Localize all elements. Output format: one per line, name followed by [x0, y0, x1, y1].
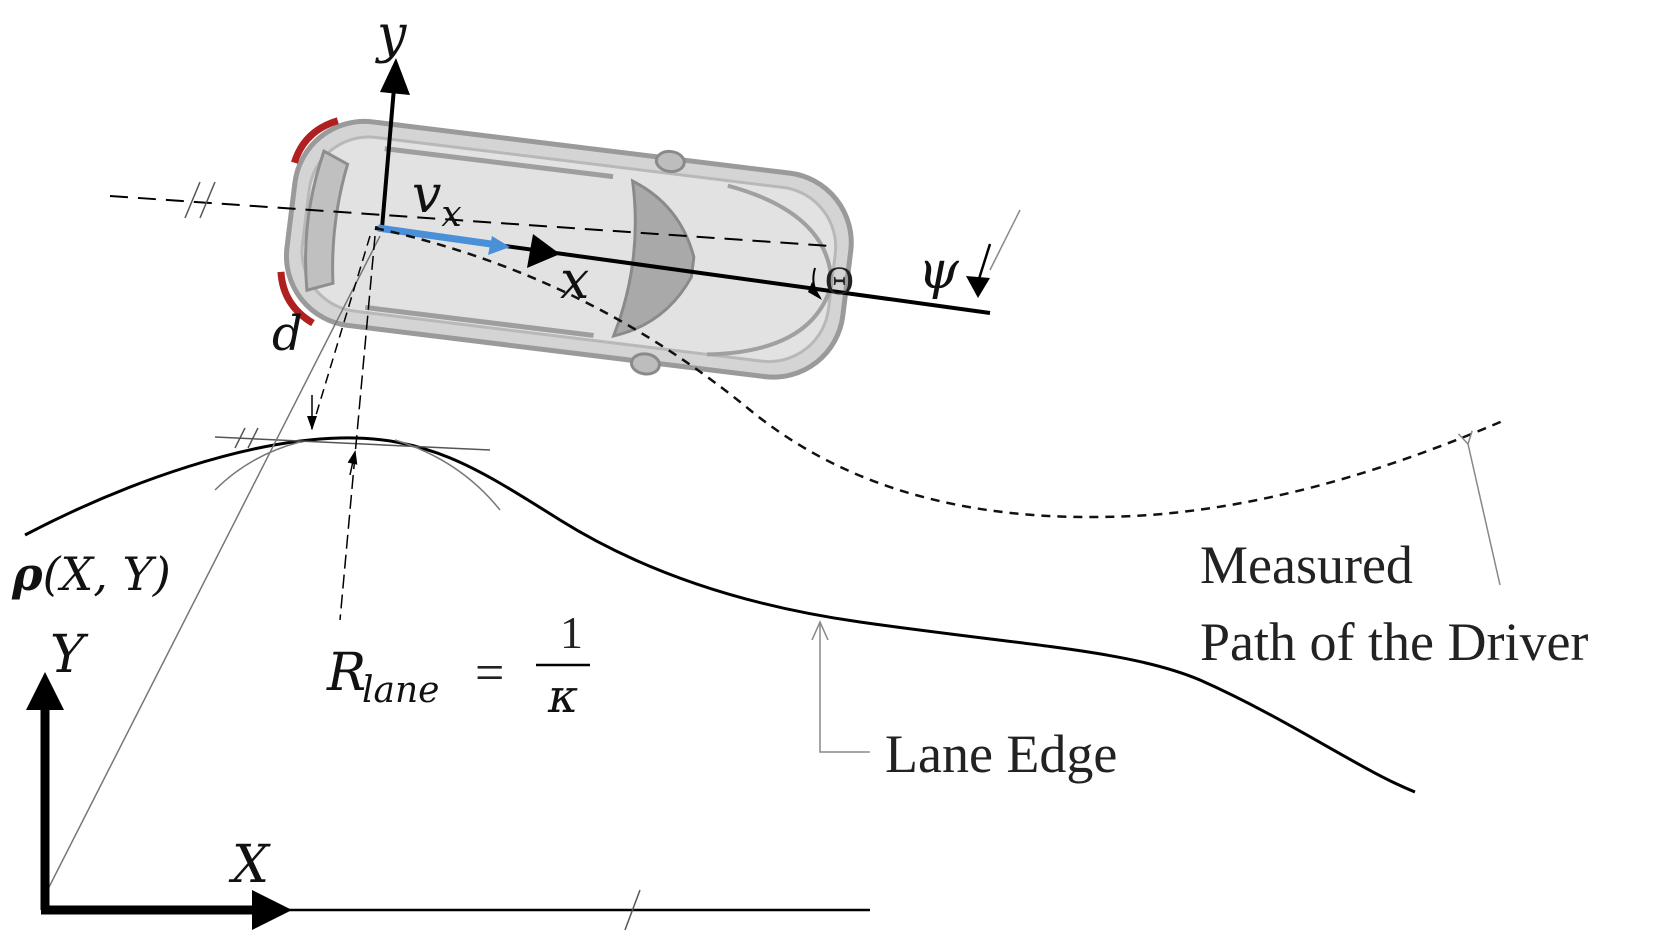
- lane-edge-pointer: [819, 622, 870, 753]
- yaw-arrowhead: [966, 276, 990, 298]
- tangent-line: [214, 436, 491, 451]
- velocity-arrowhead: [488, 236, 510, 255]
- offset-label: d: [272, 306, 303, 362]
- radius-formula: R lane = 1 κ: [326, 607, 590, 723]
- theta-angle-arrowhead: [808, 282, 822, 300]
- position-vector-line: [44, 235, 381, 896]
- velocity-label: vx: [412, 165, 462, 235]
- yaw-reference-line: [989, 209, 1021, 271]
- vehicle-y-label: y: [375, 5, 407, 65]
- break-mark: [234, 427, 246, 449]
- measured-path: [374, 226, 1506, 519]
- break-mark: [624, 889, 641, 931]
- svg-text:1: 1: [560, 607, 583, 658]
- lane-edge: [24, 436, 1416, 794]
- measured-path-label-line2: Path of the Driver: [1200, 612, 1588, 672]
- tail-light-left: [291, 117, 339, 164]
- measured-path-pointer: [1457, 430, 1501, 586]
- svg-text:κ: κ: [547, 669, 578, 723]
- yaw-indicator-line: [976, 243, 992, 283]
- break-mark: [184, 181, 201, 219]
- velocity-vector: [377, 224, 499, 249]
- radius-arrow: [347, 450, 358, 476]
- lane-edge-pointer-head: [811, 620, 829, 641]
- svg-text:lane: lane: [362, 670, 439, 711]
- car-icon: [277, 117, 854, 380]
- svg-text:=: =: [475, 645, 504, 702]
- theta-label: Θ: [825, 258, 854, 303]
- break-mark: [247, 427, 259, 449]
- global-Y-label: Y: [50, 625, 89, 685]
- break-mark: [199, 181, 216, 219]
- vehicle-x-arrowhead: [527, 234, 560, 268]
- tail-light-right: [277, 271, 315, 327]
- yaw-label: ψ: [918, 241, 960, 301]
- radius-dashed-line: [339, 235, 376, 621]
- vehicle-y-axis: [380, 87, 396, 229]
- svg-text:R: R: [326, 643, 366, 703]
- offset-dashed-line: [309, 235, 371, 436]
- vehicle-x-label: x: [560, 251, 589, 311]
- position-label: ρ(X, Y): [11, 547, 171, 601]
- lane-edge-label: Lane Edge: [885, 724, 1117, 784]
- measured-path-label-line1: Measured: [1200, 535, 1413, 595]
- vehicle-y-arrowhead: [380, 58, 410, 95]
- curvature-arc-left: [214, 441, 301, 491]
- curvature-arc-right: [394, 439, 501, 511]
- horizontal-reference-line: [109, 195, 831, 247]
- global-Y-arrowhead: [26, 672, 64, 710]
- global-X-arrowhead: [252, 890, 292, 930]
- global-X-label: X: [228, 835, 271, 895]
